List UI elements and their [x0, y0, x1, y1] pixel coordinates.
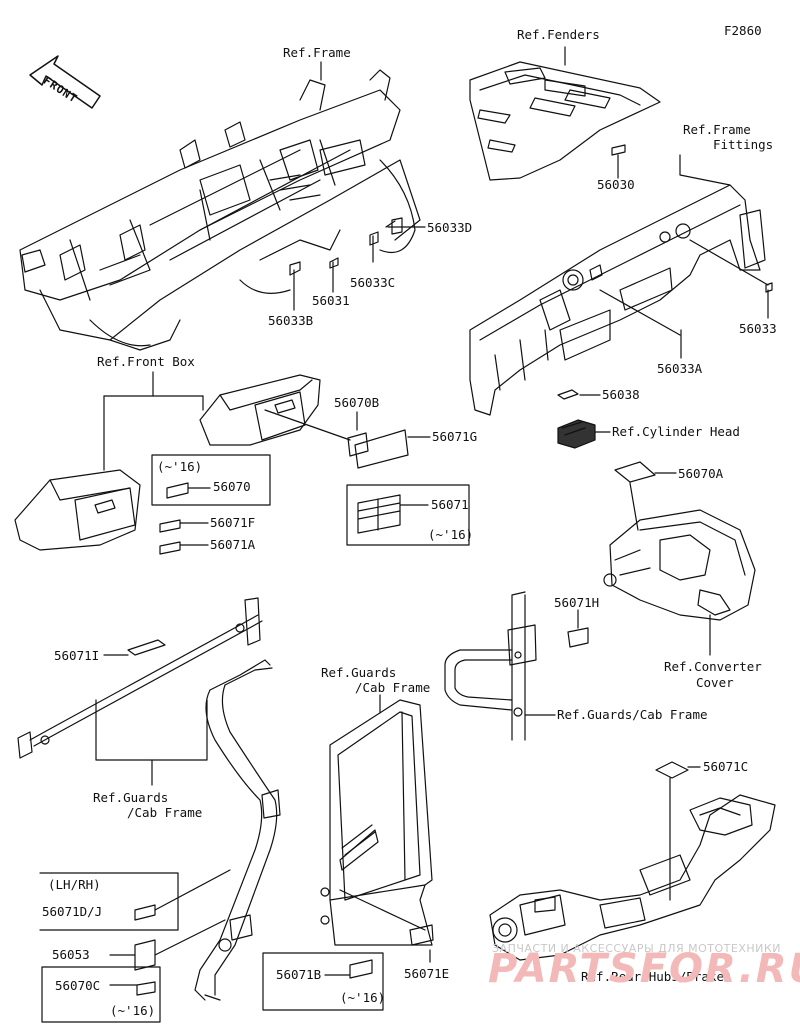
part-56071F: 56071F — [210, 515, 256, 530]
part-56071G: 56071G — [432, 429, 478, 444]
note-lh-rh: (LH/RH) — [48, 877, 101, 892]
cab-door-illustration — [320, 699, 433, 946]
part-56071: 56071 — [431, 497, 469, 512]
note-upto16-box3: (~'16) — [110, 1003, 156, 1018]
ref-guards-cab-label-1b: /Cab Frame — [127, 805, 203, 820]
part-56033C: 56033C — [350, 275, 396, 290]
front-box-illustration — [14, 374, 321, 551]
part-56070B: 56070B — [334, 395, 380, 410]
part-56030: 56030 — [597, 177, 635, 192]
part-56070C: 56070C — [55, 978, 101, 993]
rear-hubs-illustration — [489, 794, 776, 961]
fenders-illustration — [469, 61, 661, 181]
part-56033D: 56033D — [427, 220, 473, 235]
grab-bar-illustration — [444, 591, 537, 741]
part-56038: 56038 — [602, 387, 640, 402]
ref-converter-cover-label-1: Ref.Converter — [664, 659, 762, 674]
part-56033A: 56033A — [657, 361, 703, 376]
cab-guard-tube-illustration — [194, 659, 281, 1001]
converter-cover-illustration — [603, 509, 756, 621]
part-56071I: 56071I — [54, 648, 100, 663]
note-upto16-box4: (~'16) — [340, 990, 386, 1005]
part-56071C: 56071C — [703, 759, 749, 774]
ref-fenders-label: Ref.Fenders — [517, 27, 600, 42]
frame-illustration — [19, 69, 421, 351]
guard-rod-illustration — [17, 597, 263, 759]
frame-fittings-illustration — [469, 184, 773, 416]
part-56070: 56070 — [213, 479, 251, 494]
part-56053: 56053 — [52, 947, 90, 962]
ref-guards-cab-label-1a: Ref.Guards — [93, 790, 169, 805]
part-56071B: 56071B — [276, 967, 322, 982]
note-upto16-box1: (~'16) — [157, 459, 203, 474]
part-56071H: 56071H — [554, 595, 600, 610]
watermark-tagline: ЗАПЧАСТИ И АКСЕССУАРЫ ДЛЯ МОТОТЕХНИКИ — [492, 942, 781, 955]
ref-guards-cab-label-2a: Ref.Guards — [321, 665, 397, 680]
part-56033: 56033 — [739, 321, 777, 336]
ref-converter-cover-label-2: Cover — [696, 675, 734, 690]
part-56071A: 56071A — [210, 537, 256, 552]
part-56031: 56031 — [312, 293, 350, 308]
part-56071DJ: 56071D/J — [42, 904, 103, 919]
ref-frame-fittings-label-1: Ref.Frame — [683, 122, 751, 137]
ref-frame-fittings-label-2: Fittings — [713, 137, 774, 152]
part-56070A: 56070A — [678, 466, 724, 481]
watermark-logo: PARTSFOR.RU — [488, 946, 800, 992]
ref-guards-cab-label-2b: /Cab Frame — [355, 680, 431, 695]
part-56033B: 56033B — [268, 313, 314, 328]
ref-frame-label: Ref.Frame — [283, 45, 351, 60]
note-upto16-box2: (~'16) — [428, 527, 474, 542]
cylinder-head-part — [557, 419, 596, 449]
part-56071E: 56071E — [404, 966, 450, 981]
ref-guards-cab-label-3: Ref.Guards/Cab Frame — [557, 707, 708, 722]
diagram-code: F2860 — [724, 23, 762, 38]
ref-front-box-label: Ref.Front Box — [97, 354, 195, 369]
ref-rear-hubs-label: Ref.Rear Hubs/Brakes — [581, 969, 732, 984]
ref-cylinder-head-label: Ref.Cylinder Head — [612, 424, 740, 439]
front-arrow-icon — [29, 55, 101, 109]
